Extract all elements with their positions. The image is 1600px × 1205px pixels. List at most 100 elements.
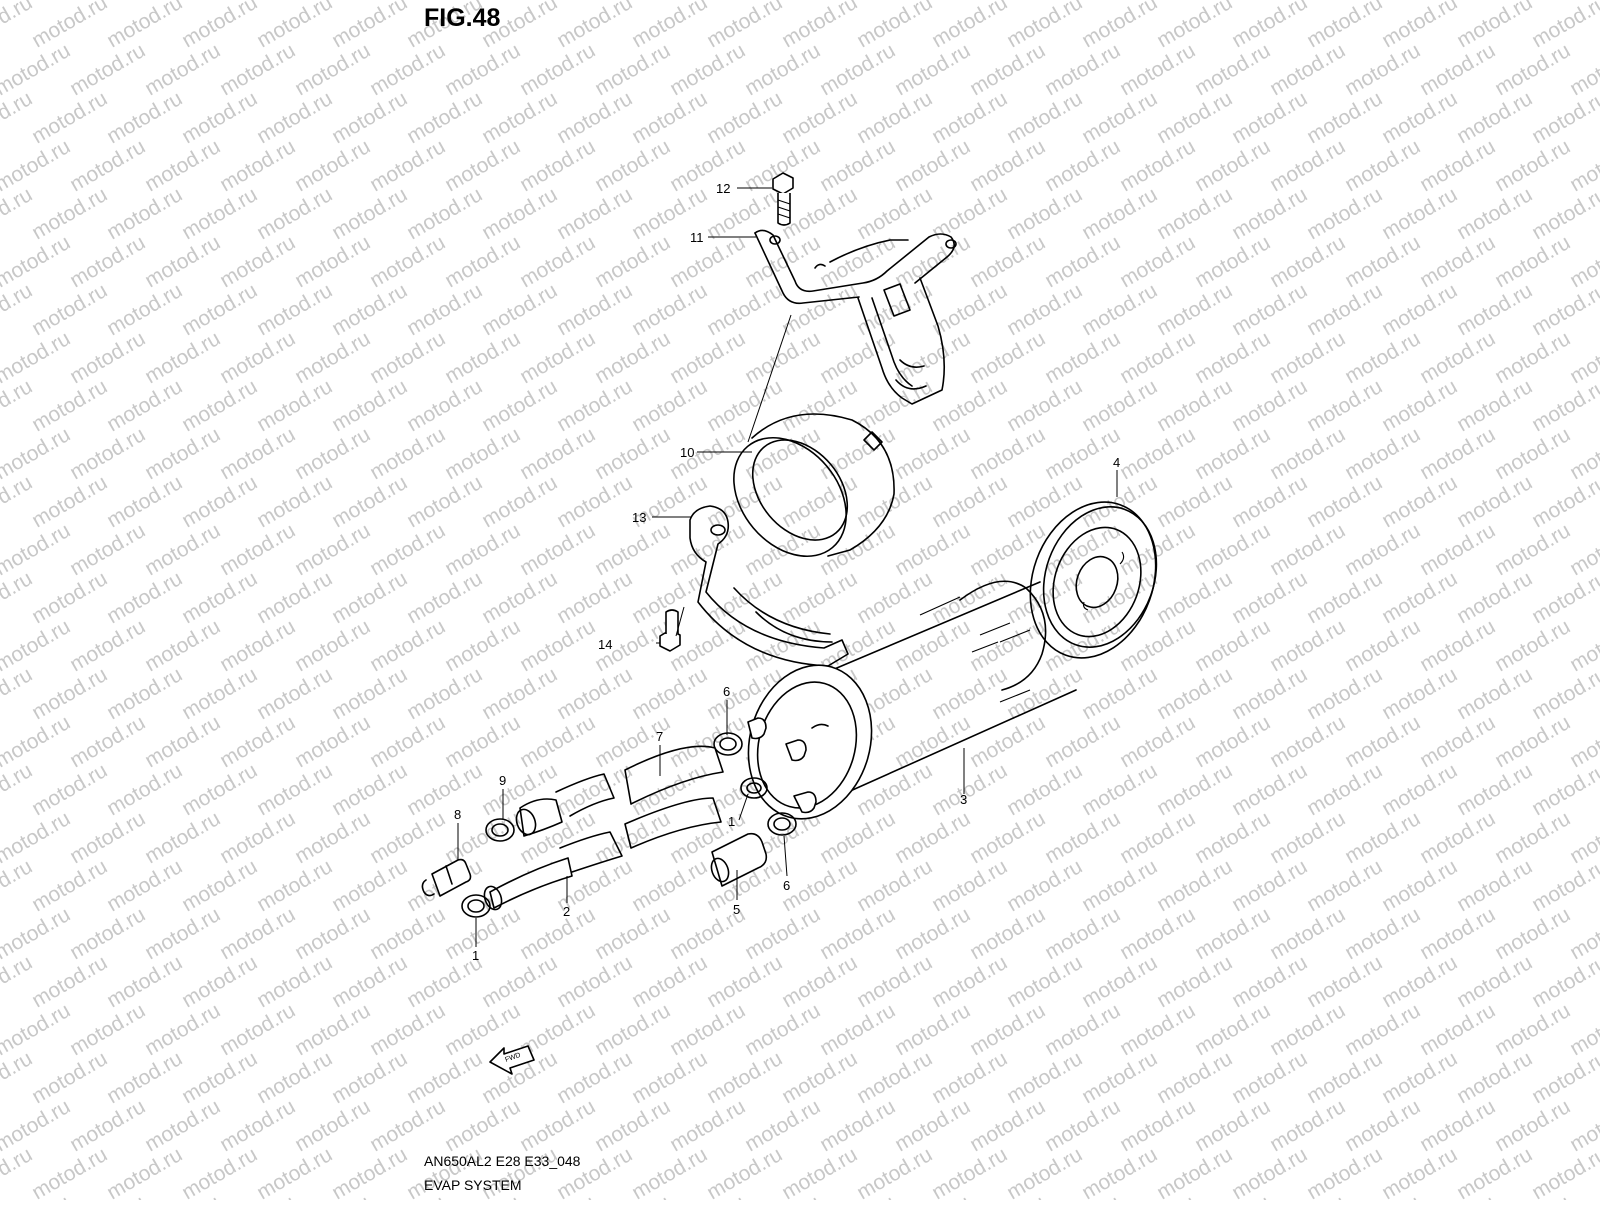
watermark-text: motod.ru [703, 375, 786, 436]
watermark-text: motod.ru [1266, 903, 1349, 964]
watermark-text: motod.ru [441, 615, 524, 676]
watermark-text: motod.ru [1453, 375, 1536, 436]
watermark-text: motod.ru [66, 903, 149, 964]
watermark-text: motod.ru [741, 327, 824, 388]
watermark-text: motod.ru [1378, 1047, 1461, 1108]
watermark-text: motod.ru [1078, 1047, 1161, 1108]
watermark-text: motod.ru [328, 759, 411, 820]
watermark-text: motod.ru [1191, 327, 1274, 388]
watermark-text: motod.ru [591, 231, 674, 292]
watermark-text: motod.ru [1453, 0, 1536, 52]
watermark-text: motod.ru [103, 567, 186, 628]
watermark-text: motod.ru [1416, 327, 1499, 388]
watermark-text: motod.ru [1491, 231, 1574, 292]
part-3-canister [747, 580, 1077, 820]
watermark-text: motod.ru [28, 759, 111, 820]
watermark-text: motod.ru [28, 1143, 111, 1200]
watermark-text: motod.ru [216, 615, 299, 676]
watermark-text: motod.ru [28, 375, 111, 436]
watermark-text: motod.ru [778, 567, 861, 628]
watermark-text: motod.ru [328, 1143, 411, 1200]
part-11-upper-bracket [754, 229, 957, 405]
watermark-text: motod.ru [553, 183, 636, 244]
watermark-text: motod.ru [778, 1047, 861, 1108]
watermark-text: motod.ru [366, 231, 449, 292]
watermark-text: motod.ru [1453, 663, 1536, 724]
watermark-text: motod.ru [516, 423, 599, 484]
watermark-text: motod.ru [553, 567, 636, 628]
watermark-text: motod.ru [1153, 1047, 1236, 1108]
watermark-text: motod.ru [853, 567, 936, 628]
watermark-text: motod.ru [291, 1095, 374, 1156]
watermark-text: motod.ru [1303, 0, 1386, 52]
watermark-text: motod.ru [366, 615, 449, 676]
watermark-text: motod.ru [1191, 807, 1274, 868]
watermark-text: motod.ru [703, 471, 786, 532]
watermark-text: motod.ru [366, 807, 449, 868]
watermark-text: motod.ru [403, 663, 486, 724]
watermark-text: motod.ru [966, 423, 1049, 484]
watermark-text: motod.ru [628, 375, 711, 436]
watermark-text: motod.ru [966, 327, 1049, 388]
watermark-text: motod.ru [66, 231, 149, 292]
watermark-text: motod.ru [1378, 183, 1461, 244]
watermark-text: motod.ru [1303, 87, 1386, 148]
watermark-text: motod.ru [478, 663, 561, 724]
watermark-text: motod.ru [103, 279, 186, 340]
watermark-text: motod.ru [1078, 1143, 1161, 1200]
watermark-text: motod.ru [1041, 1095, 1124, 1156]
watermark-text: motod.ru [328, 279, 411, 340]
watermark-text: motod.ru [1153, 1143, 1236, 1200]
watermark-text: motod.ru [853, 87, 936, 148]
watermark-text: motod.ru [1078, 87, 1161, 148]
watermark-text: motod.ru [216, 39, 299, 100]
watermark-text: motod.ru [666, 39, 749, 100]
watermark-text: motod.ru [478, 567, 561, 628]
watermark-text: motod.ru [1416, 135, 1499, 196]
watermark-text: motod.ru [253, 663, 336, 724]
watermark-text: motod.ru [666, 999, 749, 1060]
part-7-hose [515, 745, 724, 837]
watermark-text: motod.ru [1341, 327, 1424, 388]
watermark-text: motod.ru [1453, 87, 1536, 148]
watermark-text: motod.ru [516, 519, 599, 580]
watermark-text: motod.ru [403, 759, 486, 820]
watermark-text: motod.ru [1341, 135, 1424, 196]
watermark-text: motod.ru [1378, 663, 1461, 724]
watermark-text: motod.ru [553, 279, 636, 340]
watermark-text: motod.ru [1416, 519, 1499, 580]
watermark-text: motod.ru [1003, 375, 1086, 436]
watermark-text: motod.ru [1416, 39, 1499, 100]
watermark-text: motod.ru [553, 663, 636, 724]
watermark-text: motod.ru [1491, 519, 1574, 580]
watermark-text: motod.ru [103, 471, 186, 532]
watermark-text: motod.ru [66, 135, 149, 196]
watermark-text: motod.ru [1303, 567, 1386, 628]
watermark-text: motod.ru [478, 375, 561, 436]
watermark-text: motod.ru [1191, 711, 1274, 772]
watermark-text: motod.ru [28, 951, 111, 1012]
watermark-text: motod.ru [1378, 375, 1461, 436]
watermark-text: motod.ru [928, 471, 1011, 532]
watermark-text: motod.ru [1116, 1095, 1199, 1156]
watermark-text: motod.ru [666, 519, 749, 580]
watermark-text: motod.ru [1041, 327, 1124, 388]
watermark-text: motod.ru [291, 903, 374, 964]
watermark-text: motod.ru [403, 567, 486, 628]
watermark-text: motod.ru [291, 231, 374, 292]
watermark-text: motod.ru [291, 423, 374, 484]
watermark-text: motod.ru [216, 1095, 299, 1156]
watermark-text: motod.ru [1341, 231, 1424, 292]
watermark-text: motod.ru [1116, 327, 1199, 388]
watermark-text: motod.ru [28, 471, 111, 532]
watermark-text: motod.ru [1266, 231, 1349, 292]
watermark-text: motod.ru [66, 711, 149, 772]
watermark-text: motod.ru [103, 951, 186, 1012]
watermark-text: motod.ru [1303, 375, 1386, 436]
callout-2: 2 [563, 904, 570, 919]
watermark-text: motod.ru [253, 1047, 336, 1108]
watermark-text: motod.ru [816, 999, 899, 1060]
watermark-text: motod.ru [141, 999, 224, 1060]
watermark-text: motod.ru [1191, 39, 1274, 100]
watermark-text: motod.ru [1416, 807, 1499, 868]
